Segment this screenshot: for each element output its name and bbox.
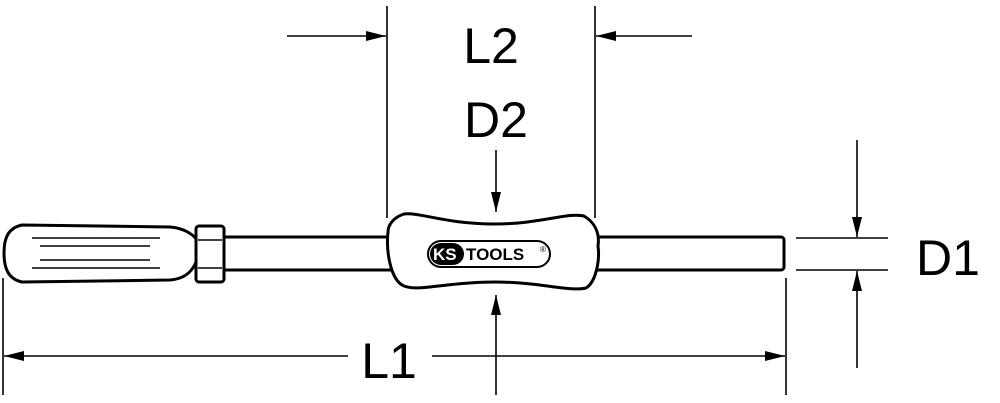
d1-label: D1 <box>916 230 980 286</box>
dimension-l2: L2 <box>287 6 692 218</box>
hex-collar <box>194 224 226 284</box>
dimension-l1: L1 <box>2 278 787 395</box>
d2-label: D2 <box>464 92 528 148</box>
l1-label: L1 <box>361 333 417 389</box>
sliding-weight: KS TOOLS ® <box>386 212 600 291</box>
ks-tools-logo: KS TOOLS ® <box>427 240 551 268</box>
dimension-d2: D2 <box>464 92 528 395</box>
dimension-d1: D1 <box>796 140 980 368</box>
l2-label: L2 <box>463 18 519 74</box>
logo-registered-mark: ® <box>540 245 546 254</box>
slide-hammer-tool: KS TOOLS ® <box>2 212 786 291</box>
logo-ks-text: KS <box>433 245 457 264</box>
logo-tools-text: TOOLS <box>466 245 524 264</box>
left-handle <box>2 223 202 284</box>
